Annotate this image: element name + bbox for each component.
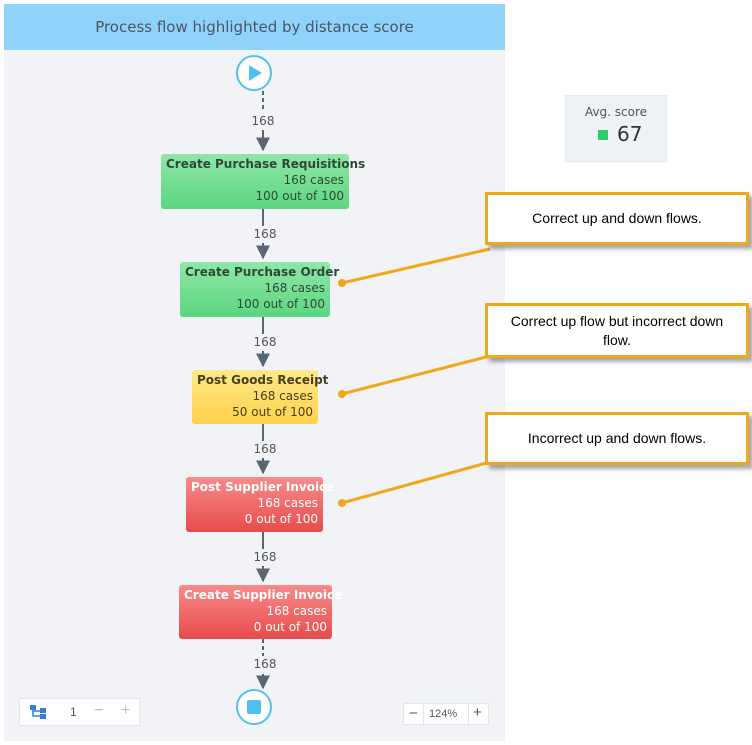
callout-leader-3 — [341, 460, 491, 505]
activity-node-create-purchase-requisitions[interactable]: Create Purchase Requisitions 168 cases 1… — [161, 154, 366, 209]
node-cases: 168 cases — [266, 604, 327, 618]
zoom-out-button[interactable]: − — [409, 705, 418, 722]
hierarchy-icon[interactable] — [30, 705, 46, 722]
play-icon — [249, 65, 262, 81]
edge-count: 168 — [253, 442, 277, 456]
callout-leader-1 — [341, 247, 491, 285]
callout-correct-flows: Correct up and down flows. — [485, 192, 749, 245]
divider — [423, 704, 424, 724]
start-node[interactable] — [236, 55, 272, 91]
callout-incorrect-flows: Incorrect up and down flows. — [485, 412, 749, 465]
node-title: Create Purchase Requisitions — [166, 157, 366, 171]
node-title: Create Purchase Order — [185, 265, 340, 279]
stop-icon — [247, 700, 261, 714]
zoom-level: 124% — [429, 708, 458, 720]
level-increase-button[interactable]: + — [121, 702, 131, 719]
score-swatch — [598, 130, 608, 140]
node-title: Post Supplier Invoice — [191, 480, 335, 494]
edge-count: 168 — [251, 114, 275, 128]
zoom-in-button[interactable]: + — [473, 704, 482, 721]
avg-score-value: 67 — [617, 122, 643, 146]
activity-node-create-purchase-order[interactable]: Create Purchase Order 168 cases 100 out … — [180, 262, 340, 317]
panel-title: Process flow highlighted by distance sco… — [4, 4, 505, 50]
level-decrease-button[interactable]: − — [94, 702, 104, 719]
edge-count: 168 — [253, 657, 277, 671]
node-title: Post Goods Receipt — [197, 373, 329, 387]
zoom-control: − 124% + — [403, 703, 489, 725]
activity-node-create-supplier-invoice[interactable]: Create Supplier Invoice 168 cases 0 out … — [179, 585, 343, 639]
node-score: 50 out of 100 — [232, 405, 313, 419]
node-score: 100 out of 100 — [255, 189, 344, 203]
node-cases: 168 cases — [264, 281, 325, 295]
activity-node-post-goods-receipt[interactable]: Post Goods Receipt 168 cases 50 out of 1… — [192, 370, 329, 424]
avg-score-card: Avg. score 67 — [565, 95, 667, 162]
divider — [468, 704, 469, 724]
node-cases: 168 cases — [252, 389, 313, 403]
node-cases: 168 cases — [283, 173, 344, 187]
node-title: Create Supplier Invoice — [184, 588, 343, 602]
avg-score-label: Avg. score — [584, 105, 648, 119]
callout-partial-flows: Correct up flow but incorrect down flow. — [485, 303, 749, 358]
node-score: 100 out of 100 — [236, 297, 325, 311]
activity-node-post-supplier-invoice[interactable]: Post Supplier Invoice 168 cases 0 out of… — [186, 477, 335, 532]
end-node[interactable] — [236, 689, 272, 725]
node-score: 0 out of 100 — [244, 512, 318, 526]
edge-count: 168 — [253, 550, 277, 564]
level-toolbar: 1 − + — [19, 698, 140, 726]
level-value: 1 — [70, 705, 77, 719]
node-score: 0 out of 100 — [253, 620, 327, 634]
edge-count: 168 — [253, 335, 277, 349]
node-cases: 168 cases — [257, 496, 318, 510]
callout-leader-2 — [341, 354, 491, 396]
edge-count: 168 — [253, 227, 277, 241]
